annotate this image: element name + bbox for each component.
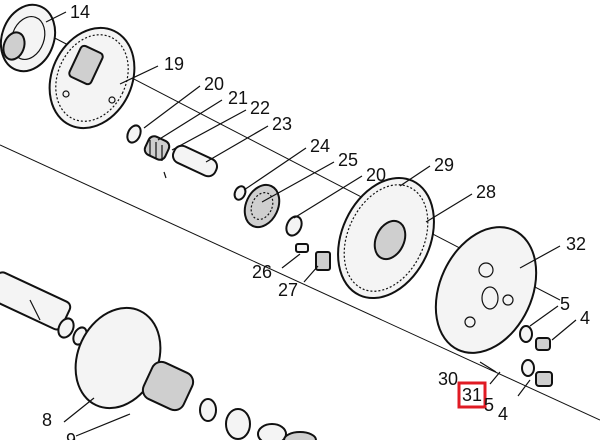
callout-5-a: 5 <box>560 294 570 314</box>
callout-23: 23 <box>272 114 292 134</box>
part-32-cover <box>434 226 538 354</box>
part-27-bracket <box>315 251 331 271</box>
part-4-plug-a <box>535 337 551 351</box>
part-19-gear-carrier <box>48 26 136 130</box>
part-26-bolt <box>295 243 309 253</box>
leader-lines <box>45 11 577 437</box>
part-14-bearing <box>0 3 57 73</box>
assembly-axis-lower <box>0 144 600 421</box>
callout-27: 27 <box>278 280 298 300</box>
callout-5-b: 5 <box>484 395 494 415</box>
callout-4-a: 4 <box>580 308 590 328</box>
callout-28: 28 <box>476 182 496 202</box>
part-lower-seals <box>199 398 317 440</box>
part-30-screw <box>479 361 497 373</box>
part-5-washer-a <box>519 325 533 343</box>
callout-21: 21 <box>228 88 248 108</box>
part-24-planet-gear <box>233 183 281 229</box>
callout-14: 14 <box>70 2 90 22</box>
part-5-washer-b <box>521 359 535 377</box>
callout-8: 8 <box>42 410 52 430</box>
callout-20: 20 <box>204 74 224 94</box>
callout-32: 32 <box>566 234 586 254</box>
part-23-pin <box>163 144 219 179</box>
part-20-washer <box>126 124 142 144</box>
callout-30: 30 <box>438 369 458 389</box>
callout-31-highlight-box <box>457 381 487 409</box>
callout-26: 26 <box>252 262 272 282</box>
callout-4-b: 4 <box>498 404 508 424</box>
part-20-washer-b <box>285 215 303 237</box>
callout-24: 24 <box>310 136 330 156</box>
callout-9: 9 <box>66 430 76 440</box>
part-4-plug-b <box>535 371 553 387</box>
part-8-hub <box>74 306 195 412</box>
callout-20-b: 20 <box>366 165 386 185</box>
part-29-ring-gear <box>337 176 435 300</box>
callout-29: 29 <box>434 155 454 175</box>
callout-19: 19 <box>164 54 184 74</box>
part-21-needle-bearing <box>143 135 171 161</box>
callout-25: 25 <box>338 150 358 170</box>
callout-31: 31 <box>462 385 482 405</box>
callout-22: 22 <box>250 98 270 118</box>
